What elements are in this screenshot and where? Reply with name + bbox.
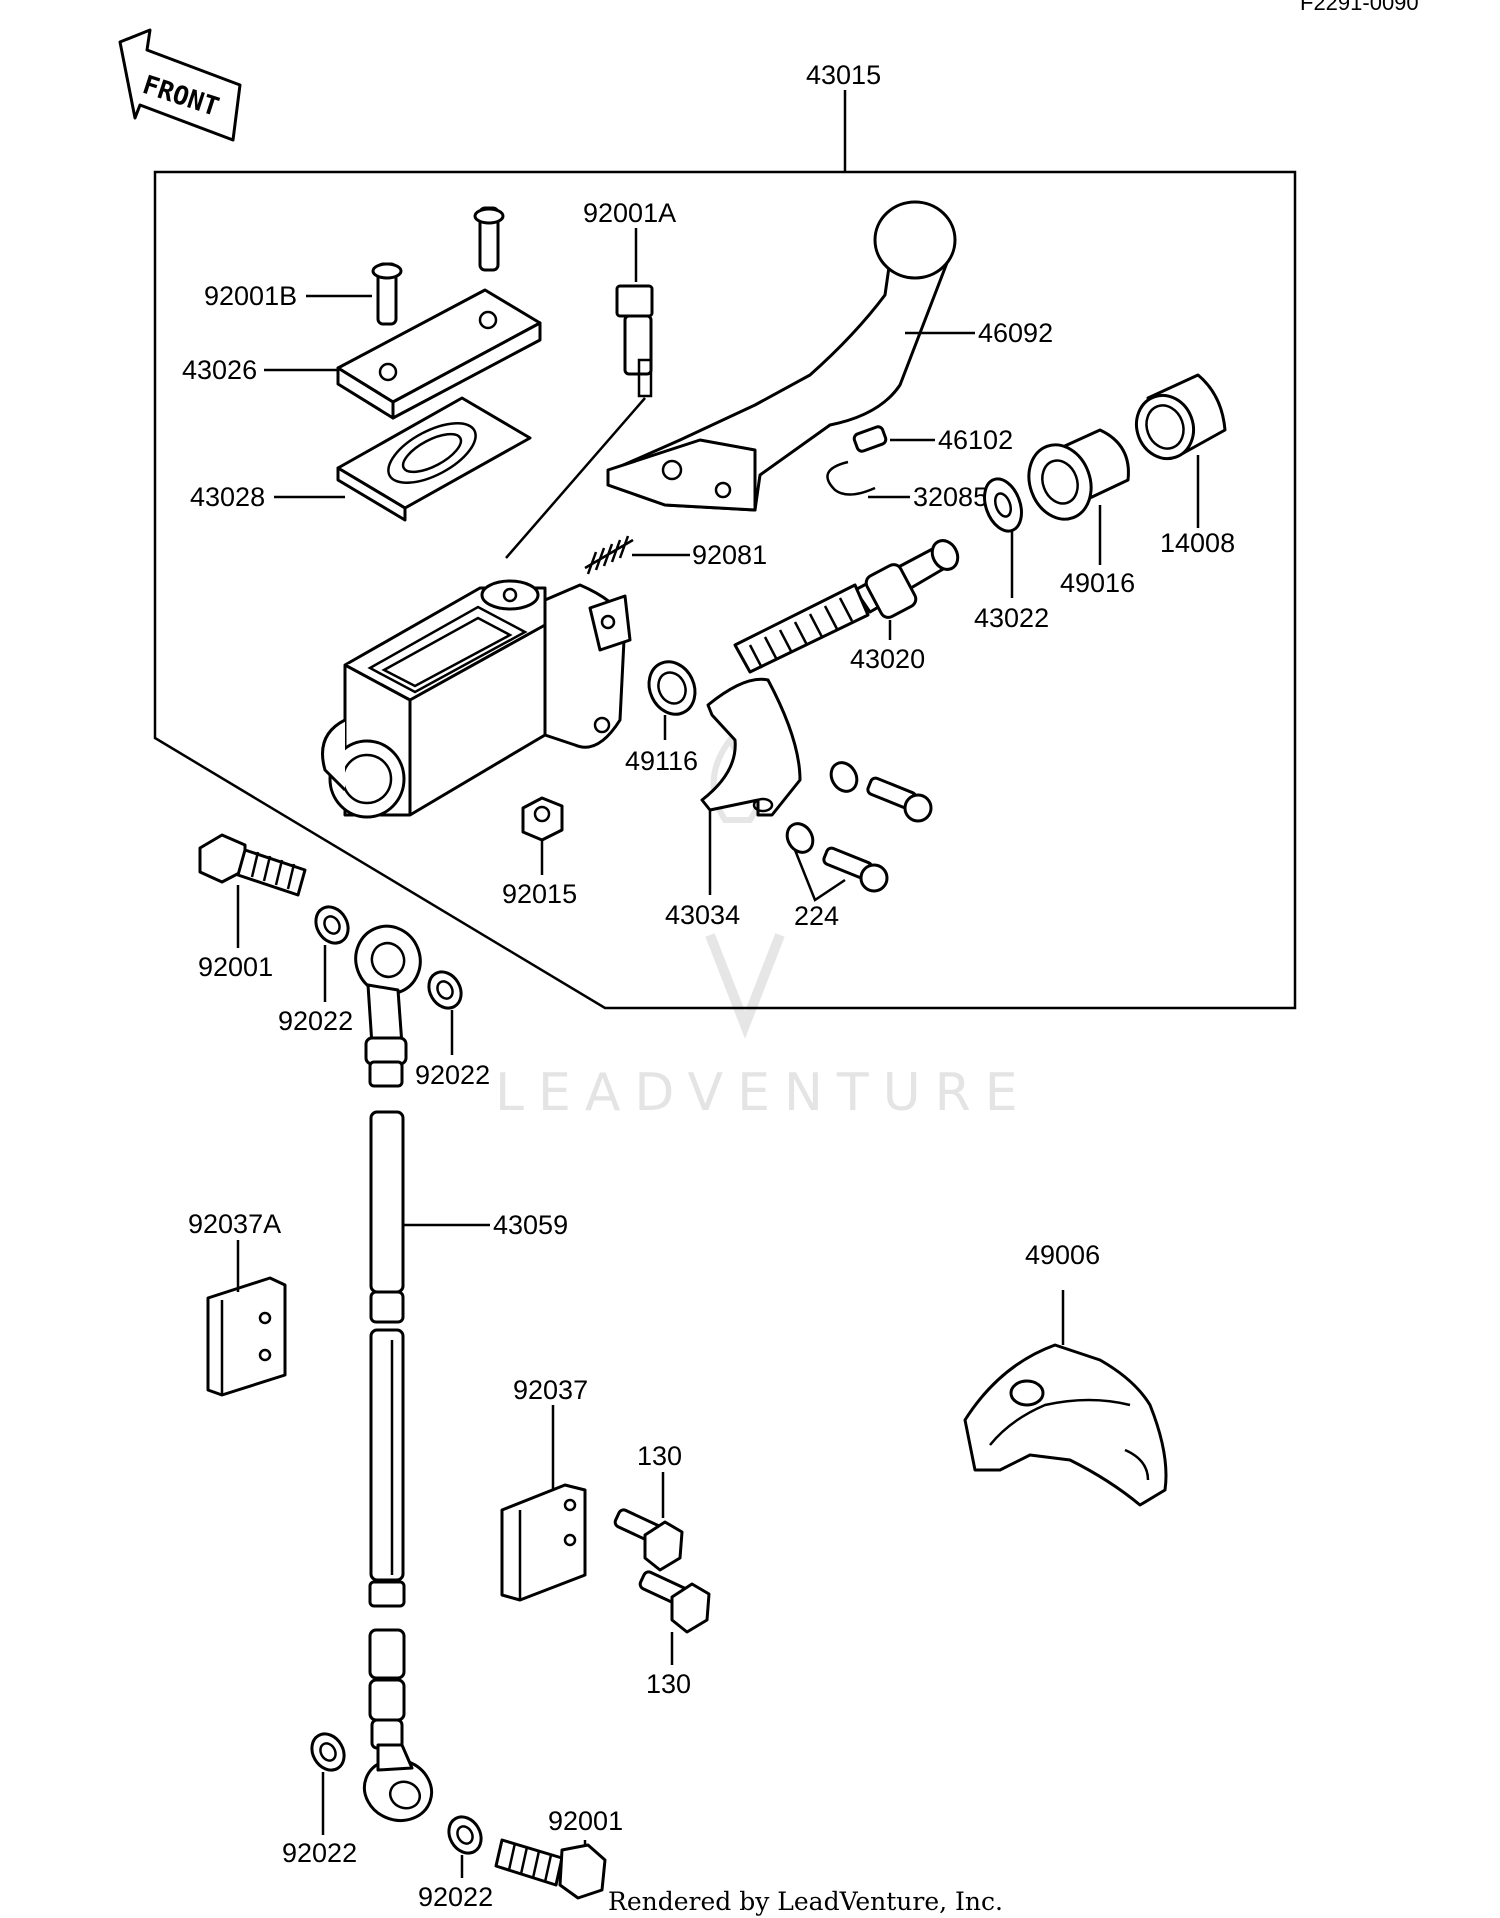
master-cylinder-body-icon (321, 579, 632, 819)
label-49006: 49006 (1025, 1240, 1100, 1270)
label-43020: 43020 (850, 644, 925, 674)
label-92081: 92081 (692, 540, 767, 570)
nut-92015-icon (521, 796, 564, 842)
label-92022-c: 92022 (282, 1838, 357, 1868)
credit-text: Rendered by LeadVenture, Inc. (608, 1887, 1003, 1916)
seal-49116-icon (647, 660, 697, 716)
label-43059: 43059 (493, 1210, 568, 1240)
label-43034: 43034 (665, 900, 740, 930)
bushing-49016-icon (1027, 428, 1130, 521)
bracket-92037-icon (500, 1483, 587, 1602)
label-43026: 43026 (182, 355, 257, 385)
label-43022: 43022 (974, 603, 1049, 633)
watermark: LEADVENTURE (495, 734, 1032, 1123)
label-49016: 49016 (1060, 568, 1135, 598)
label-46092: 46092 (978, 318, 1053, 348)
clamp-43034-icon (700, 677, 802, 817)
brake-lever-46092-icon (606, 200, 957, 512)
label-92001-upper: 92001 (198, 952, 273, 982)
set-screw-46102-icon (852, 425, 888, 453)
label-92001B: 92001B (204, 281, 297, 311)
label-92022-a: 92022 (278, 1006, 353, 1036)
label-92037: 92037 (513, 1375, 588, 1405)
dust-boot-14008-icon (1135, 373, 1227, 461)
pivot-bolt-92001A-icon (615, 284, 654, 398)
screw-92001B-icon (371, 206, 505, 326)
label-130-a: 130 (637, 1441, 682, 1471)
brake-hose-43059-icon (354, 924, 434, 1822)
label-14008: 14008 (1160, 528, 1235, 558)
label-43028: 43028 (190, 482, 265, 512)
label-92015: 92015 (502, 879, 577, 909)
banjo-bolt-92001-upper-icon (198, 833, 307, 897)
label-46102: 46102 (938, 425, 1013, 455)
label-49116: 49116 (625, 746, 698, 776)
label-32085: 32085 (913, 482, 988, 512)
front-arrow-icon: FRONT (118, 28, 242, 142)
watermark-text: LEADVENTURE (495, 1063, 1032, 1123)
reference-code: F2291-0090 (1300, 0, 1419, 15)
label-92001-lower: 92001 (548, 1806, 623, 1836)
washer-92022-upper-icon (314, 905, 463, 1010)
piston-43020-icon (733, 539, 960, 674)
assembly-frame (153, 90, 1297, 1010)
label-92022-d: 92022 (418, 1882, 493, 1912)
spring-92081-icon (584, 535, 634, 575)
label-92037A: 92037A (188, 1209, 281, 1239)
reservoir-cap-43026-icon (336, 288, 542, 420)
label-43015: 43015 (806, 60, 881, 90)
bolt-130-icon (613, 1508, 711, 1634)
label-224: 224 (794, 901, 839, 931)
label-92022-b: 92022 (415, 1060, 490, 1090)
banjo-bolt-92001-lower-icon (494, 1838, 607, 1900)
washer-92022-lower-icon (310, 1732, 483, 1855)
diaphragm-43028-icon (336, 396, 532, 522)
washer-43022-icon (983, 477, 1023, 533)
clip-32085-icon (826, 460, 876, 496)
bracket-92037A-icon (206, 1276, 287, 1397)
label-92001A: 92001A (583, 198, 676, 228)
cover-49006-icon (963, 1343, 1168, 1507)
bolt-224-icon (785, 761, 933, 893)
label-130-b: 130 (646, 1669, 691, 1699)
